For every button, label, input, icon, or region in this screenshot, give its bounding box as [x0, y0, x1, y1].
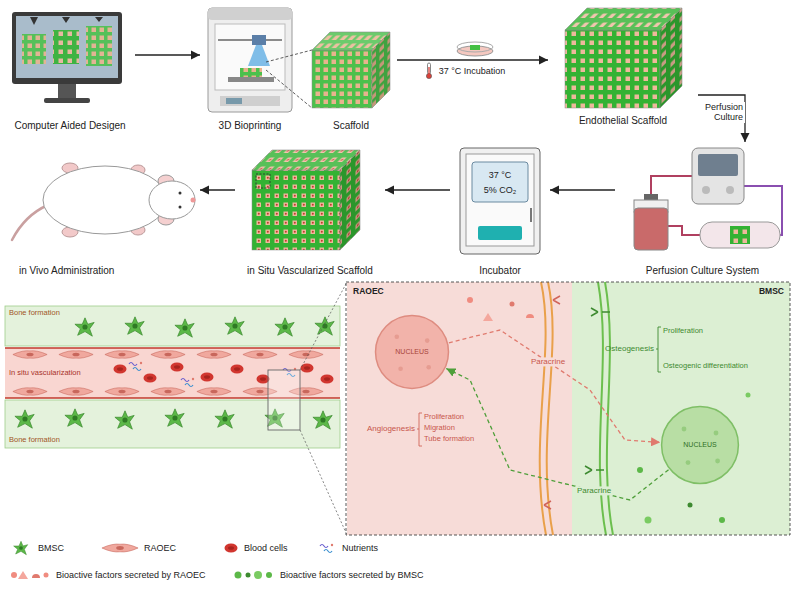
connector-label: 37 °C Incubation [437, 66, 508, 76]
legend-text: BMSC [38, 543, 64, 553]
nucleus-shape [376, 316, 449, 389]
connector-arrow [385, 189, 450, 190]
legend-icon [8, 567, 52, 583]
legend-icon [232, 567, 276, 583]
bone-vessel-section [5, 282, 347, 535]
nucleus-shape [662, 407, 739, 484]
legend-icon [100, 540, 140, 556]
step-caption: 3D Bioprinting [219, 120, 282, 132]
band-label: Bone formation [9, 436, 60, 445]
cell-panel: BMSC NUCLEUS [572, 282, 790, 535]
legend-entry: Nutrients [316, 540, 378, 556]
connector-arrow [397, 59, 548, 60]
process-step: in Vivo Administration [5, 142, 200, 278]
computer-illustration [12, 12, 122, 103]
legend-icon [222, 540, 240, 556]
process-step: Endothelial Scaffold [548, 3, 698, 128]
connector-arrow [446, 369, 668, 500]
cell-panel: RAOEC NUCLEUS [347, 282, 572, 535]
step-caption: in Situ Vascularized Scaffold [247, 265, 373, 277]
legend-entry: BMSC [8, 540, 64, 556]
chromatin-dot [426, 365, 431, 370]
process-step: Perfusion Culture System [615, 142, 790, 278]
step-caption: Computer Aided Desigen [14, 120, 125, 132]
chromatin-dot [686, 460, 691, 465]
process-step: Computer Aided Desigen [5, 5, 135, 133]
chromatin-dot [715, 459, 720, 464]
legend-entry: Bioactive factors secreted by RAOEC [8, 567, 206, 583]
legend-text: Nutrients [342, 543, 378, 553]
process-label: Osteogenesis [605, 344, 654, 353]
chromatin-dot [682, 427, 687, 432]
thermometer-icon [426, 63, 431, 79]
process-label: Angiogenesis [367, 424, 415, 433]
nucleus-circle: NUCLEUS [660, 405, 740, 485]
incubator-setting: 5% CO₂ [484, 185, 517, 195]
legend-icon [8, 540, 34, 556]
incubator-illustration [460, 148, 540, 254]
process-step: Incubator [450, 142, 550, 278]
process-step: 3D Bioprinting [200, 3, 300, 133]
petri-dish [457, 42, 493, 56]
legend-text: Bioactive factors secreted by RAOEC [56, 570, 206, 580]
connector-arrow [550, 189, 615, 190]
nucleus-label: NUCLEUS [395, 348, 428, 356]
legend-icon [316, 540, 338, 556]
step-caption: Incubator [479, 265, 521, 277]
nucleus-circle: NUCLEUS [374, 314, 450, 390]
process-label: Migration [424, 424, 455, 433]
connector-label: Paracrine [529, 357, 567, 366]
rat-illustration [12, 163, 196, 240]
connector-arrow [135, 54, 200, 55]
process-label: Tube formation [424, 435, 474, 444]
vessel-band: In situ vascularization [5, 348, 340, 398]
cell-type-title: RAOEC [353, 287, 384, 297]
connector-arrow [449, 330, 660, 442]
endothelial-scaffold-cube [565, 8, 682, 108]
step-caption: Endothelial Scaffold [579, 115, 667, 127]
incubator-setting: 37 °C [489, 170, 512, 180]
connector-label: Perfusion Culture [696, 102, 745, 123]
chromatin-dot [425, 338, 430, 343]
bone-band: Bone formation [5, 306, 340, 346]
process-label: Osteogenic differentiation [663, 362, 748, 371]
legend-entry: Bioactive factors secreted by BMSC [232, 567, 424, 583]
nucleus-label: NUCLEUS [683, 441, 716, 449]
vascularized-scaffold-cube [252, 150, 360, 250]
paracrine-panel-illustration [346, 282, 790, 535]
legend-text: Blood cells [244, 543, 288, 553]
perfusion-system-illustration [634, 148, 782, 250]
bioprinter-illustration [208, 8, 312, 112]
legend-entry: RAOEC [100, 540, 176, 556]
chromatin-dot [395, 335, 400, 340]
legend-entry: Blood cells [222, 540, 288, 556]
scaffold-cube [312, 32, 390, 108]
step-caption: Perfusion Culture System [646, 265, 759, 277]
chromatin-dot [714, 431, 719, 436]
process-label: Proliferation [663, 327, 703, 336]
bone-band: Bone formation [5, 400, 340, 448]
chromatin-dot [398, 366, 403, 371]
cell-type-title: BMSC [759, 287, 784, 297]
process-step: in Situ Vascularized Scaffold [235, 142, 385, 278]
connector-arrow [200, 189, 235, 190]
band-label: Bone formation [9, 309, 60, 318]
process-label: Proliferation [424, 413, 464, 422]
step-caption: in Vivo Administration [19, 265, 114, 277]
process-step: Scaffold [305, 28, 397, 133]
connector-label: Paracrine [575, 486, 613, 495]
legend-text: RAOEC [144, 543, 176, 553]
legend-text: Bioactive factors secreted by BMSC [280, 570, 424, 580]
band-label: In situ vascularization [9, 369, 81, 378]
step-caption: Scaffold [333, 120, 369, 132]
